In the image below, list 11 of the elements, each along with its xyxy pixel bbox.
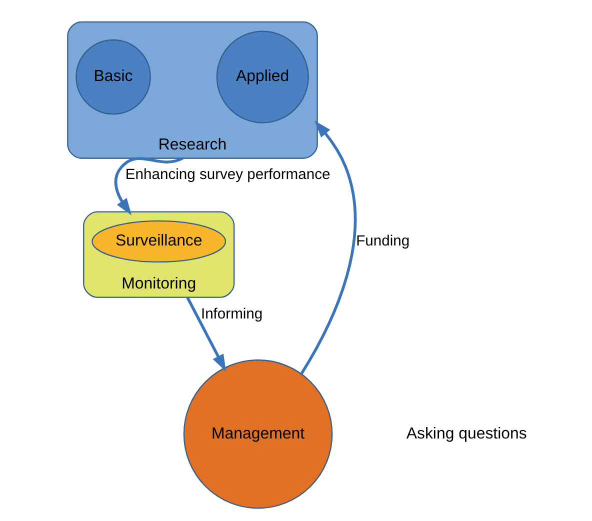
edge-label: Enhancing survey performance <box>124 167 330 184</box>
node-circle: Basic <box>75 39 150 115</box>
node-circle: Applied <box>216 30 308 124</box>
arrow <box>300 120 356 374</box>
arrow <box>114 156 183 216</box>
edge-label: Informing <box>200 306 262 322</box>
label: Asking questions <box>406 425 526 442</box>
node-circle: Management <box>182 359 332 509</box>
arrow <box>186 296 226 372</box>
node-ellipse: Surveillance <box>91 220 226 263</box>
edge-label: Funding <box>356 233 410 250</box>
